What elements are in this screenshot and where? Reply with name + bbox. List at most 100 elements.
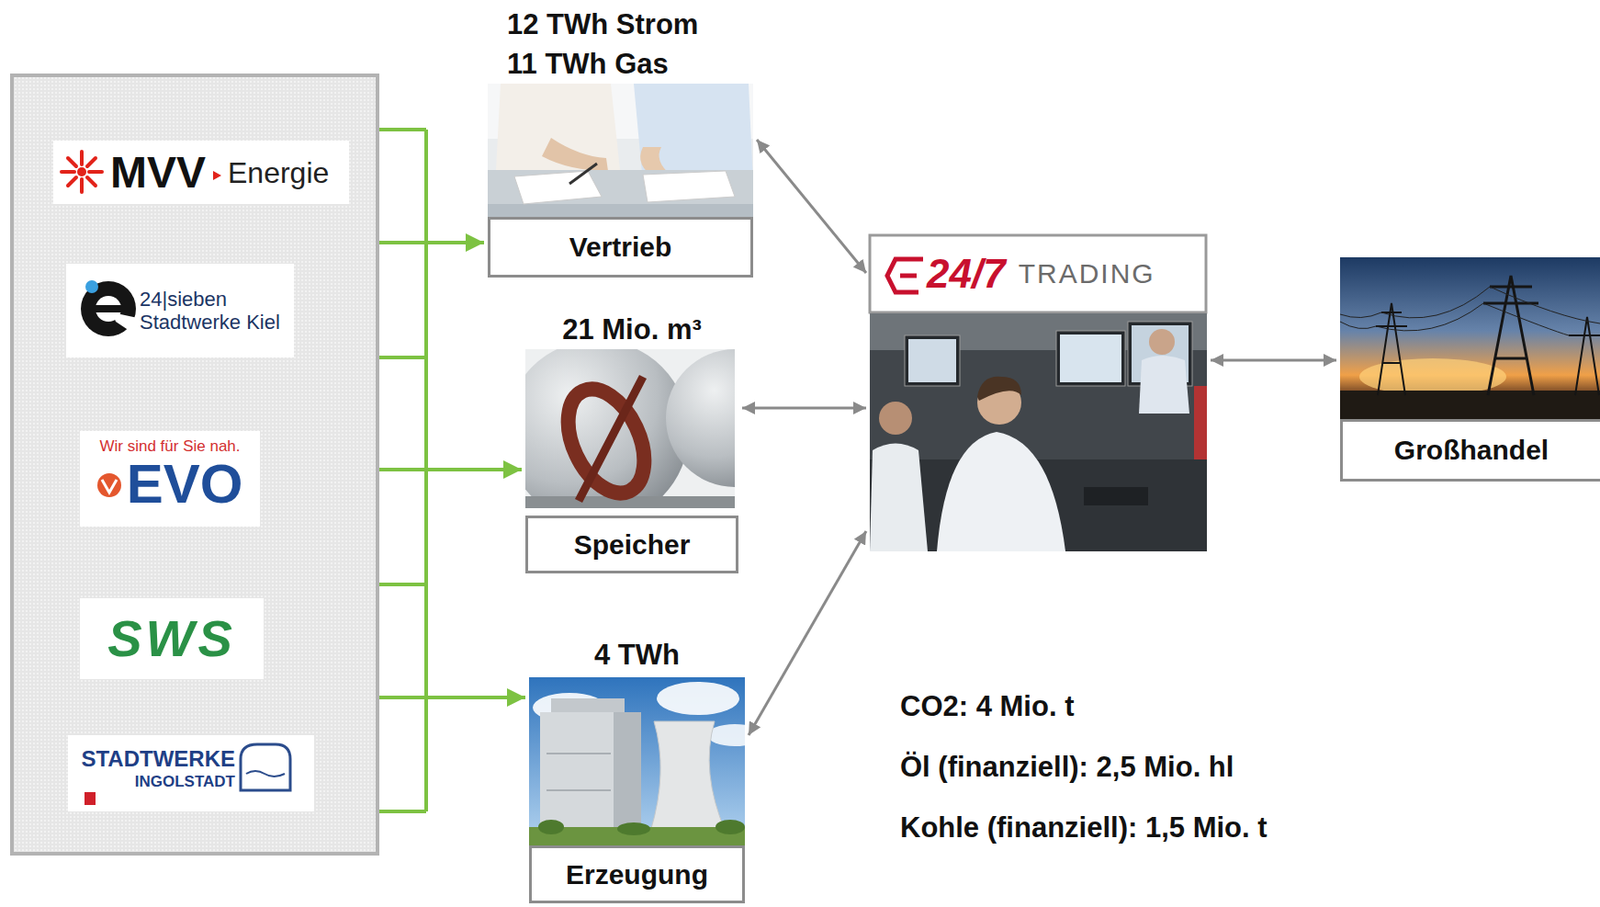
note-list: CO2: 4 Mio. tÖl (finanziell): 2,5 Mio. h… — [900, 676, 1268, 858]
photo-area — [525, 349, 739, 516]
photo-area — [869, 312, 1207, 552]
trading-floor-photo — [1059, 334, 1122, 383]
sales-photo — [541, 137, 609, 171]
supply-arrow — [379, 467, 522, 472]
company-logo: SWS — [79, 597, 264, 679]
logo-grounds — [67, 734, 315, 812]
plant-photo — [650, 721, 726, 832]
plant-photo — [546, 788, 611, 791]
trading-logo-ground — [900, 273, 917, 279]
amount-heading: 4 TWh — [594, 634, 680, 675]
kiel-e-icon — [112, 312, 138, 337]
trading-floor-photo — [878, 401, 913, 435]
ingolstadt-icon — [240, 743, 291, 790]
process-box: 12 TWh Strom11 TWh GasVertrieb — [487, 3, 754, 278]
sales-photo — [642, 170, 735, 203]
wholesale-photo — [1340, 257, 1600, 421]
ingolstadt-icon — [246, 770, 285, 777]
sales-photo — [495, 83, 620, 170]
logo-bar: 24/7TRADING — [869, 235, 1207, 313]
trading-floor-photo — [869, 443, 928, 553]
process-box: 4 TWhErzeugung — [529, 631, 745, 903]
supply-arrow — [379, 695, 526, 699]
mvv-star-icon — [61, 169, 75, 174]
company-logo: STADTWERKEINGOLSTADT — [67, 734, 315, 812]
quantity-note: CO2: 4 Mio. t — [900, 676, 1268, 737]
wholesale-photo — [1483, 275, 1539, 395]
company-logo: MVVEnergie — [53, 140, 350, 204]
green-bracket — [379, 355, 427, 360]
plant-photo — [546, 752, 611, 755]
logo-word: Energie — [227, 157, 329, 188]
trading-floor-photo — [904, 335, 960, 386]
wholesale-photo — [1340, 257, 1600, 421]
trading-floor-photo — [869, 313, 1207, 552]
trading-floor-photo — [1138, 355, 1190, 414]
mvv-star-icon — [67, 177, 77, 186]
trading-floor-photo — [869, 313, 1207, 552]
logo-slogan: Wir sind für Sie nah. — [99, 436, 240, 457]
logo-grounds — [53, 140, 350, 812]
photo-area — [529, 676, 745, 846]
plant-photo — [617, 822, 651, 835]
sales-photo — [569, 163, 598, 184]
sales-photo — [487, 83, 754, 217]
mvv-star-icon — [89, 169, 102, 174]
trading-floor-photo — [1056, 330, 1126, 386]
member-panel: MVVEnergie 24|siebenStadtwerke KielWir si… — [10, 73, 380, 856]
exchange-arrow — [748, 530, 867, 735]
logo-word: 24|sieben — [139, 287, 294, 311]
exchange-arrow — [742, 406, 867, 410]
trading-floor-photo — [936, 431, 1066, 552]
plant-photo — [529, 676, 745, 846]
evo-icon — [101, 479, 117, 493]
wholesale-photo — [1340, 390, 1600, 421]
sales-photo — [514, 170, 602, 204]
plant-photo — [529, 676, 745, 846]
sales-photo — [487, 83, 754, 217]
wholesale-photo — [1340, 303, 1569, 336]
green-bracket — [379, 809, 427, 813]
mvv-star-icon — [61, 151, 102, 192]
plant-photo — [715, 819, 745, 834]
kiel-e-icon — [95, 304, 122, 313]
supply-arrow — [379, 240, 485, 245]
logo-word: INGOLSTADT — [135, 771, 236, 792]
logo-word: STADTWERKE — [80, 745, 236, 772]
storage-photo — [665, 349, 735, 487]
company-logo: Wir sind für Sie nah.EVO — [79, 430, 260, 527]
photo-area — [487, 83, 754, 217]
plant-photo — [540, 711, 642, 832]
box-label: Erzeugung — [529, 845, 745, 903]
logo-word: SWS — [107, 612, 237, 665]
logo-grounds — [79, 597, 264, 679]
process-box: 24/7TRADING — [869, 235, 1207, 552]
logo-grounds — [79, 430, 260, 527]
storage-photo — [525, 349, 689, 508]
ingolstadt-icon — [84, 791, 96, 805]
box-label: Speicher — [525, 515, 739, 574]
amount-heading: 11 TWh Gas — [507, 44, 669, 84]
quantity-note: Kohle (finanziell): 1,5 Mio. t — [900, 797, 1268, 858]
trading-floor-photo — [977, 376, 1022, 401]
wholesale-photo — [1340, 286, 1600, 324]
exchange-arrow — [1210, 359, 1337, 362]
heading-area: 4 TWh — [529, 631, 745, 677]
mvv-star-icon — [87, 157, 96, 167]
sales-photo — [487, 203, 754, 217]
evo-icon — [97, 473, 122, 497]
storage-photo — [525, 349, 735, 508]
sales-photo — [633, 83, 754, 184]
process-box: Großhandel — [1340, 257, 1600, 482]
photo-area — [1340, 257, 1600, 419]
mvv-star-icon — [79, 151, 84, 165]
amount-heading: 21 Mio. m³ — [562, 309, 702, 350]
exchange-arrow — [756, 139, 867, 273]
process-box: 21 Mio. m³ Speicher — [525, 308, 739, 574]
plant-photo — [613, 711, 642, 832]
logo-word: Stadtwerke Kiel — [139, 310, 294, 334]
green-bracket — [379, 127, 427, 132]
mvv-arrow-mark — [213, 170, 222, 181]
sales-photo — [487, 169, 754, 217]
